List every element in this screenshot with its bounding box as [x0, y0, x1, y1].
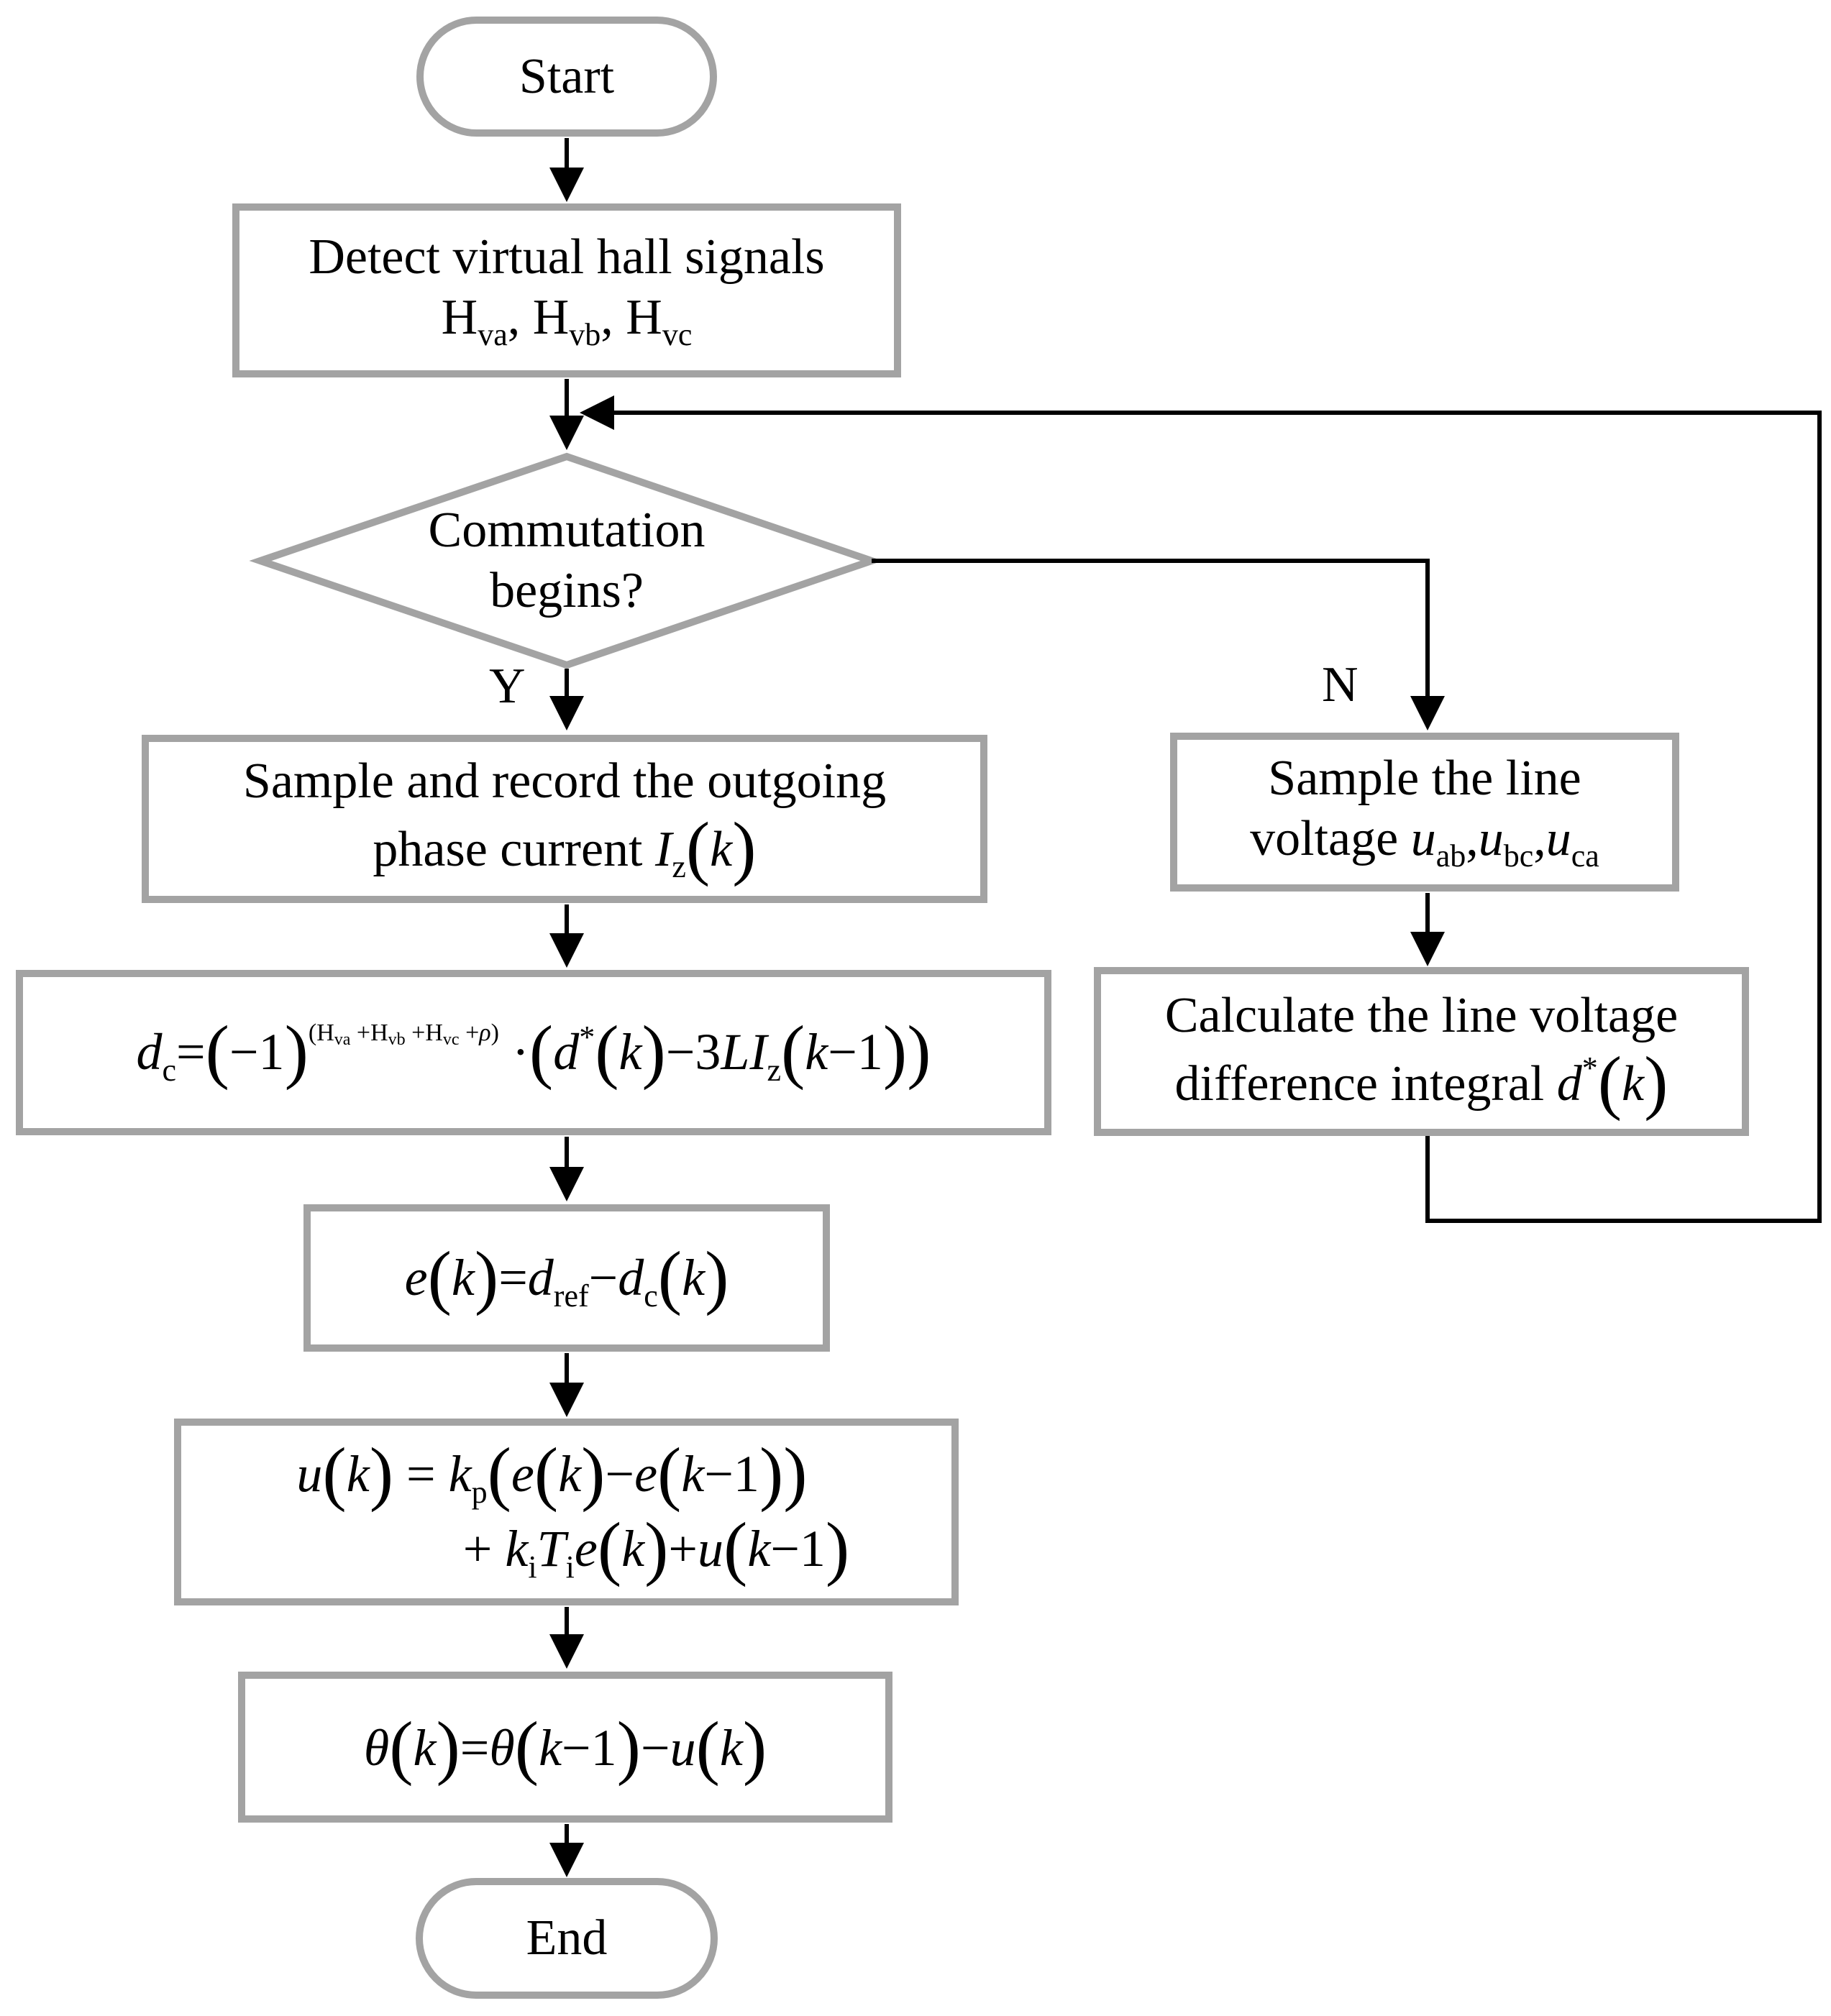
dc-formula: dc=(−1)(Hva +Hvb +Hvc +ρ) ·(d*(k)−3LIz(k… [136, 1011, 931, 1091]
theta-formula-box: θ(k)=θ(k−1)−u(k) [238, 1672, 892, 1823]
calc-integral-line-2: difference integral d*(k) [1174, 1041, 1668, 1122]
sample-voltage-box: Sample the line voltage uab,ubc,uca [1170, 733, 1679, 892]
no-label: N [1322, 657, 1359, 713]
yes-label: Y [489, 659, 526, 714]
detect-line-2: Hva, Hvb, Hvc [441, 289, 693, 352]
sample-voltage-line-1: Sample the line [1268, 751, 1581, 807]
calc-integral-box: Calculate the line voltage difference in… [1094, 967, 1749, 1136]
decision-line-1: Commutation [428, 503, 706, 558]
sample-current-line-1: Sample and record the outgoing [242, 753, 887, 810]
error-formula-box: e(k)=dref−dc(k) [303, 1204, 830, 1352]
end-terminal: End [416, 1878, 718, 1999]
decision-text: Commutation begins? [374, 496, 759, 626]
error-formula: e(k)=dref−dc(k) [404, 1236, 729, 1316]
start-terminal: Start [416, 17, 717, 137]
control-formula-line-1: u(k) = kp(e(k)−e(k−1)) [296, 1433, 808, 1513]
end-label: End [526, 1910, 608, 1966]
calc-integral-line-1: Calculate the line voltage [1164, 987, 1679, 1043]
sample-current-line-2: phase current Iz(k) [373, 807, 757, 888]
start-label: Start [519, 48, 615, 104]
detect-line-1: Detect virtual hall signals [309, 229, 825, 285]
sample-voltage-line-2: voltage uab,ubc,uca [1250, 811, 1599, 874]
sample-current-box: Sample and record the outgoing phase cur… [142, 735, 987, 903]
dc-formula-box: dc=(−1)(Hva +Hvb +Hvc +ρ) ·(d*(k)−3LIz(k… [16, 970, 1051, 1135]
theta-formula: θ(k)=θ(k−1)−u(k) [363, 1707, 767, 1787]
arrow-loop-back [580, 395, 1822, 1223]
decision-diamond [249, 452, 883, 669]
arrow-decision-no-branch [872, 559, 1445, 730]
control-formula-line-2: + kiTie(k)+u(k−1) [462, 1508, 850, 1587]
decision-line-2: begins? [490, 563, 644, 618]
detect-hall-signals-box: Detect virtual hall signals Hva, Hvb, Hv… [232, 203, 901, 377]
control-formula-box: u(k) = kp(e(k)−e(k−1)) + kiTie(k)+u(k−1) [174, 1419, 959, 1605]
